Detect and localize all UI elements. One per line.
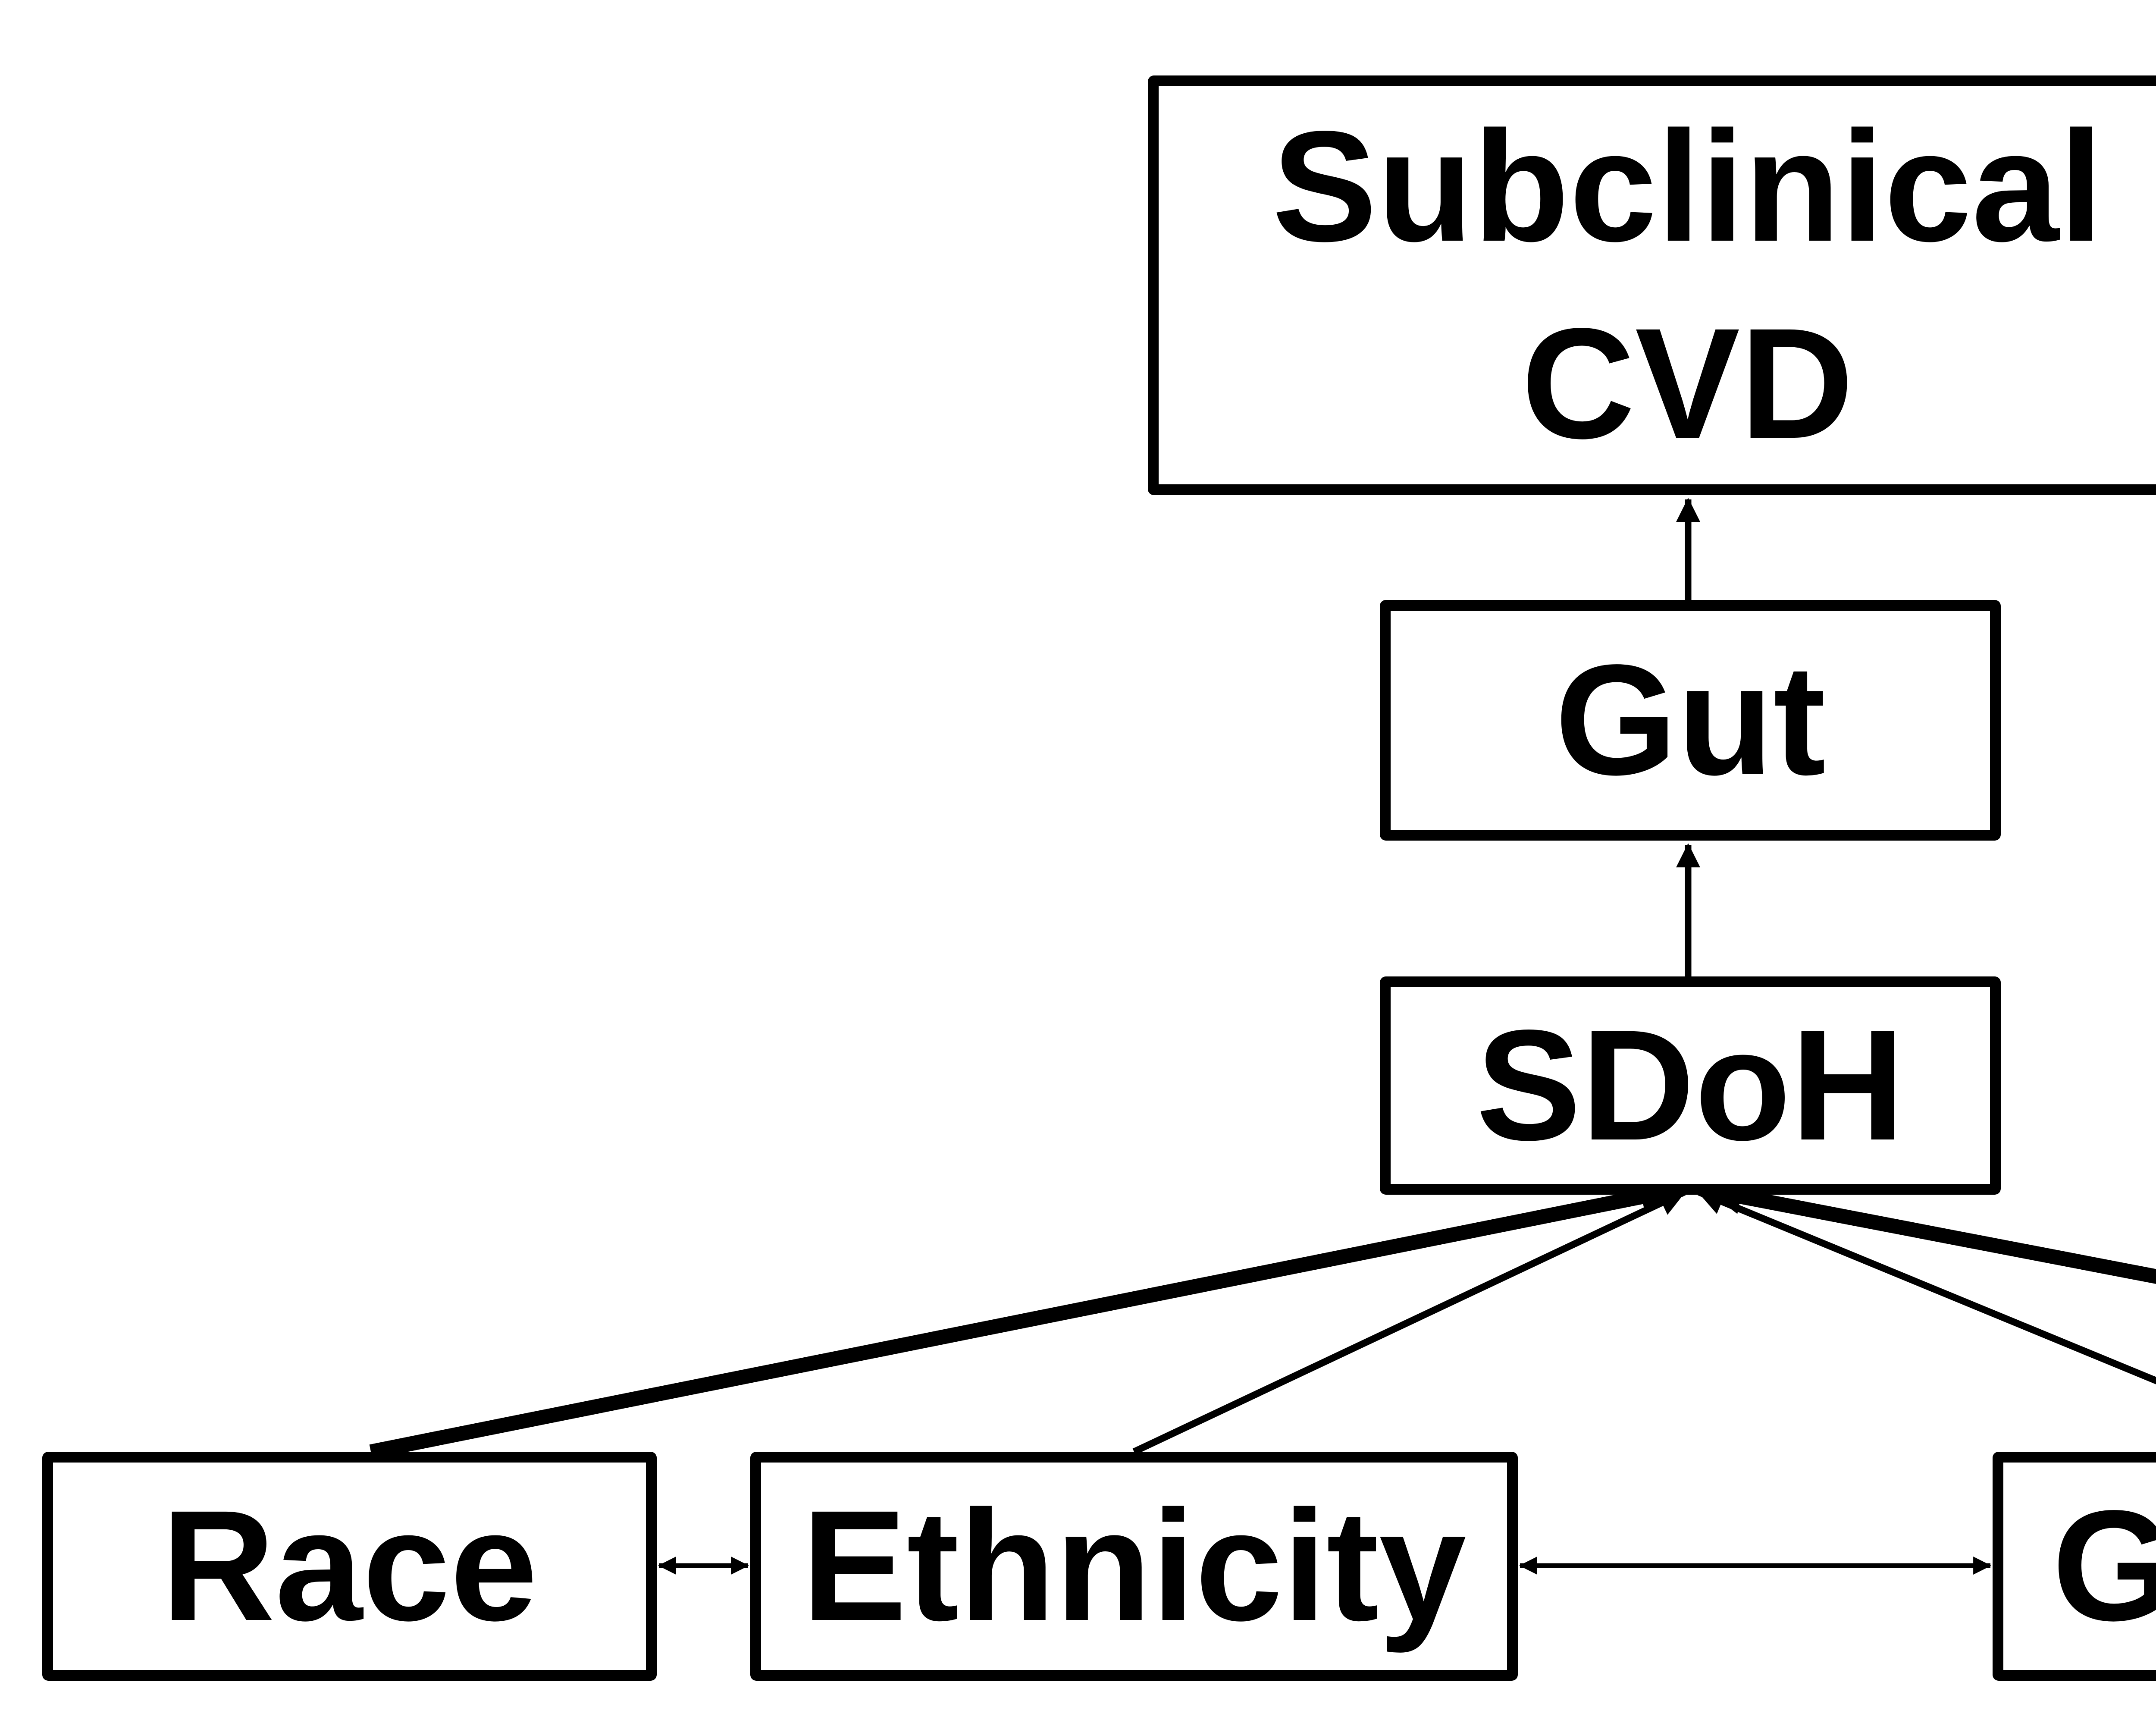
node-subclinical-cvd: Subclinical CVD (1148, 75, 2156, 495)
arrow-gender-to-sdoh (1697, 1189, 2156, 1384)
node-gender-label: Gender (2052, 1478, 2156, 1654)
node-race-label: Race (161, 1478, 538, 1654)
node-ethnicity-label: Ethnicity (802, 1478, 1467, 1654)
arrow-ethnicity-to-sdoh (1132, 1189, 1686, 1455)
node-race: Race (42, 1452, 657, 1681)
arrow-sex-to-sdoh (1706, 1179, 2156, 1284)
node-gender: Gender (1993, 1452, 2156, 1681)
node-subclinical-cvd-label-line2: CVD (1521, 295, 1854, 471)
node-sdoh: SDoH (1380, 976, 2001, 1195)
node-sdoh-label: SDoH (1476, 997, 1905, 1173)
arrow-race-to-sdoh (369, 1179, 1677, 1459)
node-ethnicity: Ethnicity (750, 1452, 1518, 1681)
node-subclinical-cvd-label-line1: Subclinical (1272, 99, 2103, 275)
node-gut-label: Gut (1554, 632, 1826, 808)
node-gut: Gut (1380, 600, 2001, 841)
